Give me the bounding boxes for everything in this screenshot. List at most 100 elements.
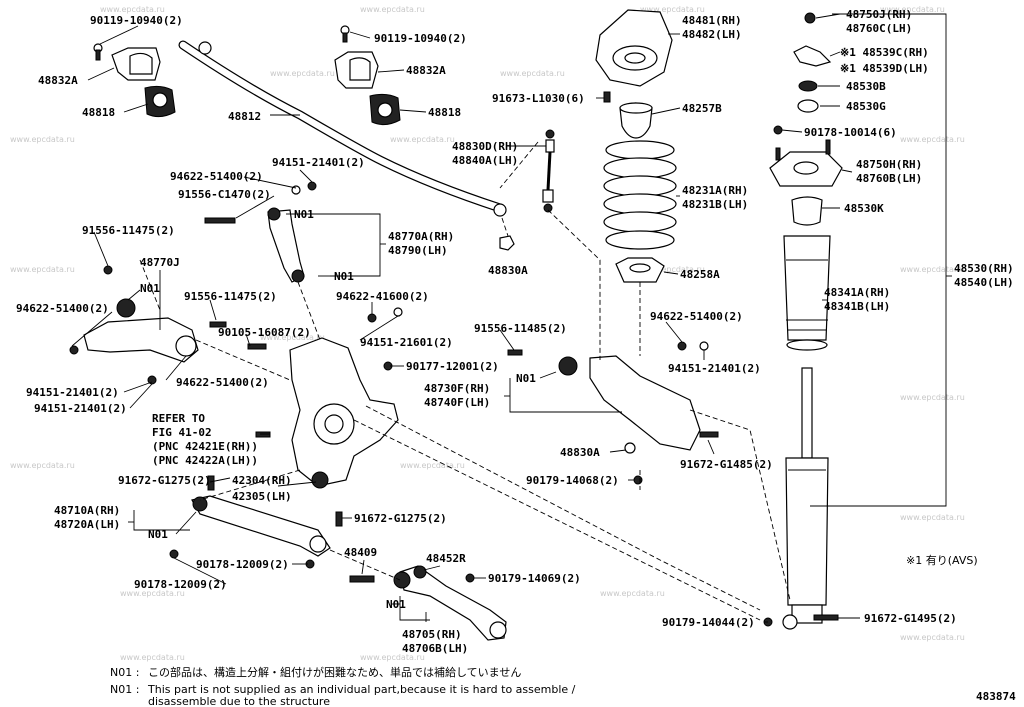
part-drawings bbox=[69, 9, 843, 641]
part-callout: 91673-L1030(6) bbox=[492, 92, 585, 105]
part-callout: 48830A bbox=[560, 446, 600, 459]
watermark: www.epcdata.ru bbox=[400, 461, 465, 470]
part-callout: 48818 bbox=[428, 106, 461, 119]
part-callout: N01 bbox=[516, 372, 536, 385]
part-callout: N01 bbox=[334, 270, 354, 283]
part-callout: 48258A bbox=[680, 268, 720, 281]
part-callout: 48830D(RH) bbox=[452, 140, 518, 153]
part-callout: 48705(RH) bbox=[402, 628, 462, 641]
part-callout: 48341B(LH) bbox=[824, 300, 890, 313]
note-text-en-cont: disassemble due to the structure bbox=[148, 695, 330, 707]
part-callout: 90119-10940(2) bbox=[374, 32, 467, 45]
part-callout: 48830A bbox=[488, 264, 528, 277]
upper-arm-rear bbox=[83, 317, 199, 363]
note-text-en: This part is not supplied as an individu… bbox=[147, 683, 576, 696]
part-callout: 94151-21401(2) bbox=[272, 156, 365, 169]
lower-arm-rear bbox=[399, 565, 507, 641]
part-callout: ※1 48539D(LH) bbox=[840, 62, 929, 75]
part-callout: N01 bbox=[140, 282, 160, 295]
part-callout: 48760B(LH) bbox=[856, 172, 922, 185]
watermark: www.epcdata.ru bbox=[100, 5, 165, 14]
part-callout: 91672-G1495(2) bbox=[864, 612, 957, 625]
part-callout: N01 bbox=[386, 598, 406, 611]
part-callout: 48818 bbox=[82, 106, 115, 119]
part-callout: 90179-14044(2) bbox=[662, 616, 755, 629]
nut-48530b bbox=[798, 80, 818, 92]
part-callout: REFER TO bbox=[152, 412, 205, 425]
washer-48530g bbox=[797, 99, 819, 113]
part-callout: 91556-11485(2) bbox=[474, 322, 567, 335]
coil-spring bbox=[603, 140, 677, 250]
part-callout: 42304(RH) bbox=[232, 474, 292, 487]
watermark: www.epcdata.ru bbox=[390, 135, 455, 144]
watermark: www.epcdata.ru bbox=[270, 69, 335, 78]
leader-lines bbox=[71, 13, 952, 623]
part-callout: 48452R bbox=[426, 552, 466, 565]
part-callout: 48812 bbox=[228, 110, 261, 123]
avs-footnote: ※1 有り(AVS) bbox=[906, 553, 978, 567]
part-callout: 94622-51400(2) bbox=[176, 376, 269, 389]
note-text-jp: この部品は、構造上分解・組付けが困難なため、単品では補給していません bbox=[148, 665, 521, 679]
part-callout: 94622-41600(2) bbox=[336, 290, 429, 303]
part-callout: 48481(RH) bbox=[682, 14, 742, 27]
part-callout: 91672-G1485(2) bbox=[680, 458, 773, 471]
part-callout: (PNC 42422A(LH)) bbox=[152, 454, 258, 467]
part-callout: 94151-21401(2) bbox=[34, 402, 127, 415]
part-callout: 48540(LH) bbox=[954, 276, 1014, 289]
watermark: www.epcdata.ru bbox=[900, 633, 965, 642]
watermark: www.epcdata.ru bbox=[900, 393, 965, 402]
part-callout: 90178-10014(6) bbox=[804, 126, 897, 139]
watermark: www.epcdata.ru bbox=[10, 265, 75, 274]
part-callout: 90105-16087(2) bbox=[218, 326, 311, 339]
watermark: www.epcdata.ru bbox=[260, 333, 325, 342]
watermark: www.epcdata.ru bbox=[640, 5, 705, 14]
part-callout: 48730F(RH) bbox=[424, 382, 490, 395]
part-callout: 94151-21401(2) bbox=[668, 362, 761, 375]
watermark-layer: www.epcdata.ru www.epcdata.ru www.epcdat… bbox=[10, 5, 965, 662]
watermark: www.epcdata.ru bbox=[900, 135, 965, 144]
part-callout: N01 bbox=[294, 208, 314, 221]
part-callout: 48409 bbox=[344, 546, 377, 559]
diagram-id: 483874 bbox=[976, 690, 1016, 703]
watermark: www.epcdata.ru bbox=[360, 5, 425, 14]
part-callout: 90177-12001(2) bbox=[406, 360, 499, 373]
part-callout: 94622-51400(2) bbox=[170, 170, 263, 183]
lower-arm-main bbox=[589, 355, 701, 451]
part-callout: 48740F(LH) bbox=[424, 396, 490, 409]
part-callout: 48257B bbox=[682, 102, 722, 115]
footnotes: N01 : この部品は、構造上分解・組付けが困難なため、単品では補給していません… bbox=[110, 665, 1016, 707]
part-callout: 91556-11475(2) bbox=[184, 290, 277, 303]
watermark: www.epcdata.ru bbox=[600, 589, 665, 598]
part-callout: 48231B(LH) bbox=[682, 198, 748, 211]
stabilizer-link bbox=[542, 129, 555, 213]
bound-stopper bbox=[791, 196, 823, 226]
part-callout: 48760C(LH) bbox=[846, 22, 912, 35]
watermark: www.epcdata.ru bbox=[640, 265, 705, 274]
dust-cover bbox=[783, 235, 831, 341]
part-callout: 48706B(LH) bbox=[402, 642, 468, 655]
part-callout: 91672-G1275(2) bbox=[354, 512, 447, 525]
part-callout: 94622-51400(2) bbox=[16, 302, 109, 315]
watermark: www.epcdata.ru bbox=[120, 653, 185, 662]
part-callout: 48720A(LH) bbox=[54, 518, 120, 531]
watermark: www.epcdata.ru bbox=[500, 69, 565, 78]
part-callout: 48530(RH) bbox=[954, 262, 1014, 275]
part-callout: 90119-10940(2) bbox=[90, 14, 183, 27]
part-callout: 48750H(RH) bbox=[856, 158, 922, 171]
note-prefix: N01 : bbox=[110, 683, 139, 696]
part-callout: 48341A(RH) bbox=[824, 286, 890, 299]
part-callout: 48790(LH) bbox=[388, 244, 448, 257]
callout-labels: 90119-10940(2) 48832A 48818 90119-10940(… bbox=[16, 8, 1014, 655]
part-callout: 48832A bbox=[38, 74, 78, 87]
part-callout: 48832A bbox=[406, 64, 446, 77]
part-callout: 91672-G1275(2) bbox=[118, 474, 211, 487]
shock-absorber bbox=[782, 367, 829, 630]
part-callout: 48750J(RH) bbox=[846, 8, 912, 21]
watermark: www.epcdata.ru bbox=[120, 589, 185, 598]
lower-arm-toe bbox=[191, 495, 331, 557]
watermark: www.epcdata.ru bbox=[10, 461, 75, 470]
watermark: www.epcdata.ru bbox=[360, 653, 425, 662]
part-callout: 48482(LH) bbox=[682, 28, 742, 41]
part-callout: ※1 48539C(RH) bbox=[840, 46, 929, 59]
